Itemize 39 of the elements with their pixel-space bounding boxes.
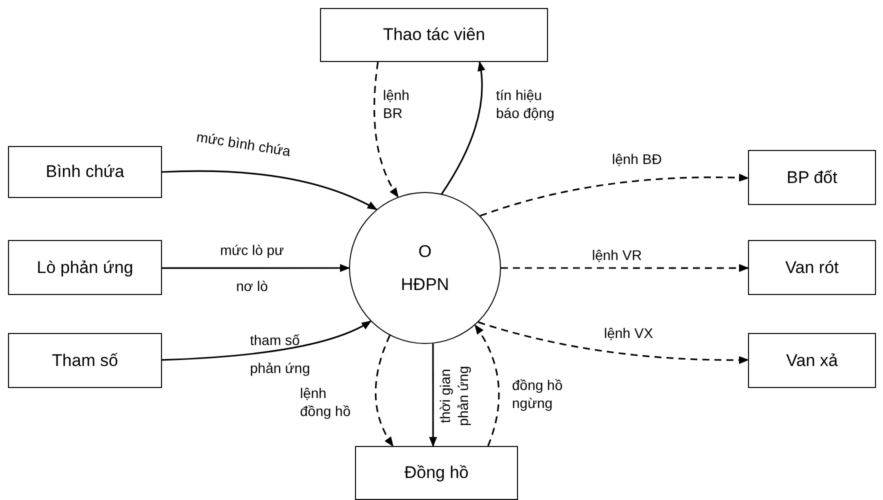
- edge-label: lệnh BR: [383, 86, 410, 122]
- edge-label: lệnh BĐ: [612, 150, 663, 168]
- entity-box: [320, 8, 548, 62]
- entity-box: [748, 240, 876, 295]
- arrow: [162, 170, 378, 210]
- entity-name: Thao tác viên: [382, 24, 486, 46]
- process-name: HĐPN: [400, 274, 450, 296]
- edge-label: mức lò pư nơ lò: [219, 241, 285, 296]
- arrow: [429, 344, 438, 447]
- entity-name: Van xả: [786, 350, 838, 372]
- entity-box: [8, 333, 162, 388]
- arrow: [374, 335, 394, 447]
- edge-label: lệnh đồng hồ: [300, 384, 352, 420]
- edge-label: tín hiệu báo động: [496, 86, 556, 122]
- edge-label: mức bình chứa: [195, 128, 293, 162]
- arrow: [480, 174, 749, 217]
- edge-label: lệnh VX: [604, 324, 654, 342]
- entity-box: [355, 446, 518, 500]
- edge-label: lệnh VR: [592, 246, 643, 264]
- arrow: [441, 61, 486, 194]
- entity-name: Lò phản ứng: [36, 256, 134, 278]
- arrow: [501, 264, 749, 272]
- entity-name: Bình chứa: [46, 161, 124, 183]
- entity-name: BP đốt: [786, 166, 838, 188]
- entity-box: [8, 240, 162, 295]
- arrow: [162, 320, 372, 361]
- process-number: O: [418, 240, 432, 262]
- entity-name: Đồng hồ: [404, 462, 469, 484]
- arrow: [474, 324, 500, 446]
- arrow: [478, 321, 749, 364]
- edge-label: đồng hồ ngừng: [512, 376, 564, 412]
- entity-box: [748, 333, 876, 388]
- arrow: [162, 264, 350, 272]
- edge-label: thời gian phản ứng: [436, 365, 472, 428]
- entity-box: [8, 146, 162, 198]
- arrow: [374, 62, 399, 198]
- entity-name: Van rót: [785, 256, 839, 278]
- entity-box: [748, 150, 876, 205]
- entity-name: Tham số: [52, 350, 118, 372]
